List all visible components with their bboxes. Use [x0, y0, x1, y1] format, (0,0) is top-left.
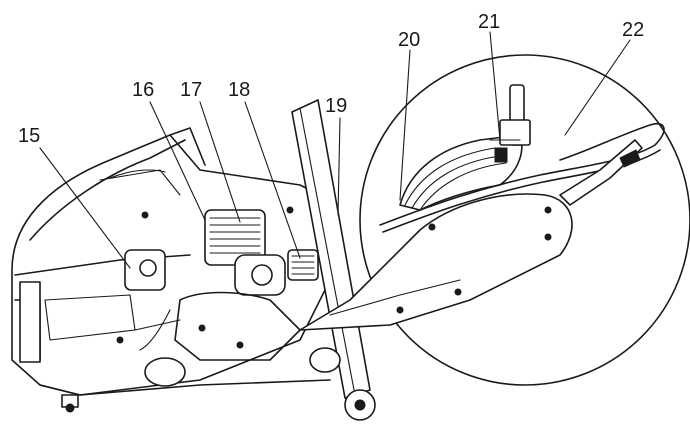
callout-16: 16: [132, 79, 154, 101]
engine-housing: [11, 134, 331, 396]
rear-foot: [144, 357, 186, 387]
water-hose: [379, 123, 665, 226]
leader-lines: [39, 31, 631, 269]
spray-nozzle: [559, 139, 643, 206]
callout-21: 21: [478, 11, 500, 33]
callout-15: 15: [18, 125, 40, 147]
callout-17: 17: [180, 79, 202, 101]
callout-18: 18: [228, 79, 250, 101]
cutting-blade: [359, 54, 690, 386]
callout-19: 19: [325, 95, 347, 117]
blade-guard: [399, 134, 523, 211]
belt-guard-arm: [299, 193, 573, 331]
callout-22: 22: [622, 19, 644, 41]
spring-assembly: [287, 249, 319, 281]
callout-20: 20: [398, 29, 420, 51]
